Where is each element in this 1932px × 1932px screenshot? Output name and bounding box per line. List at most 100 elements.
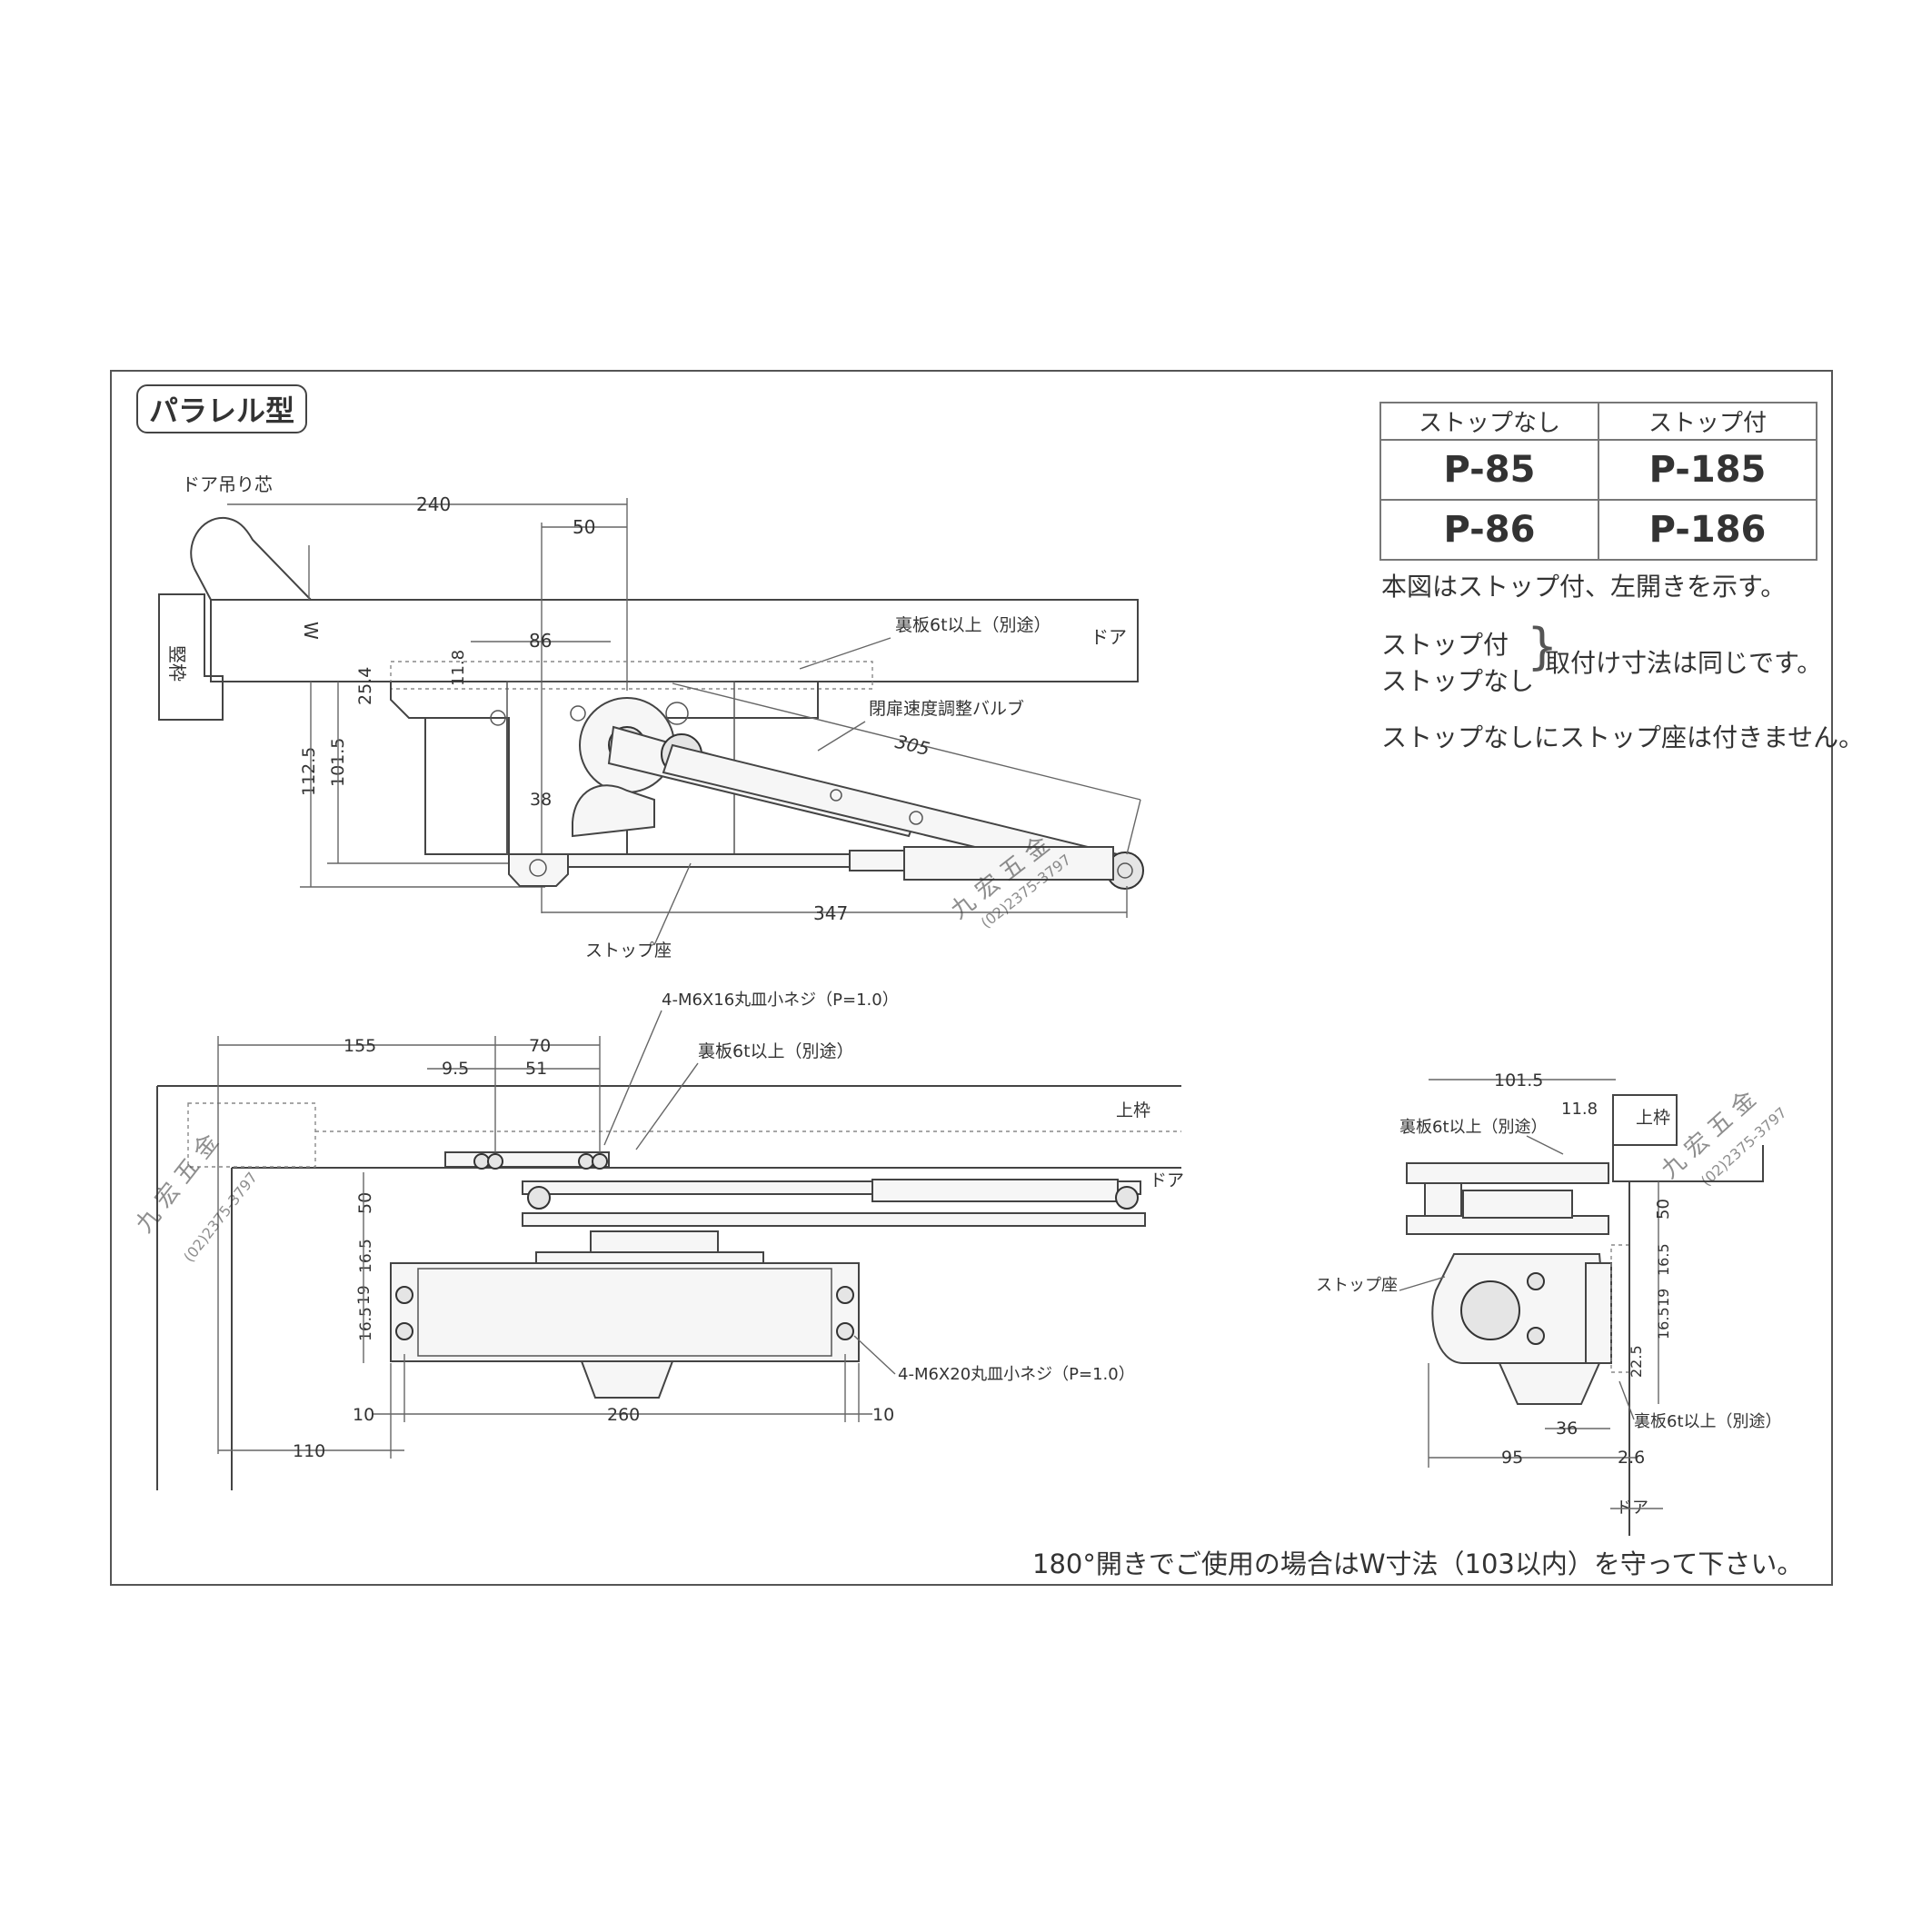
stop-seat-hole — [529, 859, 547, 877]
dim-11-8-side: 11.8 — [1561, 1100, 1598, 1119]
dim-38: 38 — [530, 790, 552, 810]
dim-9-5: 9.5 — [442, 1059, 469, 1079]
dim-155: 155 — [344, 1036, 376, 1056]
dim-305-line — [672, 682, 1141, 801]
body-screw — [395, 1286, 413, 1304]
dim-11-8: 11.8 — [449, 650, 468, 686]
front-pinion-cap — [590, 1230, 719, 1254]
screw-bottom-label: 4-M6X20丸皿小ネジ（P=1.0） — [898, 1365, 1135, 1384]
dim-16-5-top: 16.5 — [357, 1239, 375, 1273]
backplate-leader — [799, 637, 891, 670]
side-arm-top — [1406, 1162, 1609, 1184]
dim-347: 347 — [813, 902, 848, 924]
arm-screw — [909, 811, 923, 825]
door-slab — [210, 599, 1139, 682]
watermark-front: 九 宏 五 金 (02)2375-3797 — [131, 1129, 261, 1265]
screw-hole — [570, 705, 586, 722]
stop-seat-label-side: ストップ座 — [1316, 1276, 1398, 1295]
side-screw — [1527, 1272, 1545, 1290]
door-label-front: ドア — [1150, 1170, 1184, 1190]
model-cell: P-85 — [1379, 439, 1599, 501]
backplate-label-side-bottom: 裏板6t以上（別途） — [1634, 1412, 1782, 1431]
dim-19-side: 19 — [1655, 1289, 1672, 1307]
model-cell: P-185 — [1598, 439, 1817, 501]
vertical-frame-label: 竪枠 — [166, 645, 188, 682]
dim-2-6: 2.6 — [1618, 1448, 1645, 1468]
backplate-label-side-top: 裏板6t以上（別途） — [1399, 1118, 1548, 1137]
arm-shoe-pin — [1117, 862, 1133, 879]
dim-16-5-side-bottom: 16.5 — [1655, 1307, 1672, 1339]
closer-body — [390, 1262, 860, 1362]
backplate-label-front: 裏板6t以上（別途） — [698, 1041, 854, 1061]
pinion-bottom-cap — [580, 1360, 674, 1399]
dim-51: 51 — [525, 1059, 547, 1079]
backplate-label-top: 裏板6t以上（別途） — [895, 615, 1051, 635]
side-head-frame-lip — [1612, 1145, 1764, 1182]
screw-head — [578, 1153, 594, 1170]
side-screw — [1527, 1327, 1545, 1345]
screw-head — [473, 1153, 490, 1170]
backplate-front-leader — [635, 1062, 699, 1150]
dim-19: 19 — [355, 1285, 373, 1305]
pivot-shape — [190, 516, 312, 601]
note-stop-with: ストップ付 — [1381, 630, 1509, 660]
dim-50-side: 50 — [1654, 1199, 1673, 1220]
footer-note: 180°開きでご使用の場合はW寸法（103以内）を守って下さい。 — [1032, 1549, 1804, 1579]
dim-70: 70 — [529, 1036, 551, 1056]
model-table: ストップなし ストップ付 P-85 P-185 P-86 P-186 — [1379, 402, 1817, 561]
body-screw — [836, 1322, 854, 1340]
backplate-outline — [390, 661, 873, 690]
front-bracket — [535, 1251, 764, 1264]
closer-body-outline — [424, 717, 508, 855]
side-hex-nut — [1460, 1280, 1520, 1340]
arm-screw — [830, 789, 842, 802]
closer-body-inner — [417, 1268, 832, 1357]
screw-head — [592, 1153, 608, 1170]
stop-rod-joint — [849, 850, 905, 871]
front-stop-cylinder — [871, 1179, 1119, 1202]
dim-50-front: 50 — [355, 1192, 375, 1214]
note-stop-without: ストップなし — [1381, 666, 1535, 696]
dim-16-5-bottom: 16.5 — [357, 1307, 375, 1341]
dim-240: 240 — [416, 493, 451, 515]
dim-16-5-side-top: 16.5 — [1655, 1243, 1672, 1276]
dim-305: 305 — [893, 731, 932, 761]
side-head-frame — [1612, 1094, 1678, 1146]
model-header-no-stop: ストップなし — [1379, 402, 1599, 441]
screw-hole — [490, 710, 506, 726]
screw-bottom-leader — [853, 1335, 896, 1375]
valve-label: 閉扉速度調整バルブ — [869, 698, 1024, 719]
model-cell: P-86 — [1379, 499, 1599, 561]
stop-rod — [567, 853, 860, 868]
backplate-side-bottom-leader — [1618, 1380, 1635, 1420]
side-pinion-cap — [1462, 1190, 1573, 1219]
note-no-stop-seat: ストップなしにストップ座は付きません。 — [1381, 722, 1865, 752]
side-arm-joint — [1424, 1182, 1462, 1217]
stop-seat-label: ストップ座 — [585, 941, 672, 961]
dim-86: 86 — [529, 630, 552, 652]
screw-head — [487, 1153, 503, 1170]
jamb-hidden — [187, 1102, 316, 1168]
dim-36: 36 — [1556, 1419, 1578, 1439]
rack-segment — [572, 784, 655, 838]
dim-22-5-side: 22.5 — [1628, 1345, 1645, 1378]
body-screw — [836, 1286, 854, 1304]
dim-305-ext — [1126, 799, 1141, 855]
side-view: 101.5 11.8 上枠 裏板6t以上（別途） ストップ座 50 16.5 1… — [1316, 1071, 1782, 1536]
body-screw — [395, 1322, 413, 1340]
side-closer-body — [1431, 1253, 1610, 1364]
stop-seat-side-leader — [1399, 1276, 1446, 1291]
front-arm-shoe — [1115, 1186, 1139, 1210]
model-cell: P-186 — [1598, 499, 1817, 561]
dim-10-right: 10 — [872, 1405, 894, 1425]
door-label: ドア — [1090, 626, 1127, 648]
dim-10-left: 10 — [353, 1405, 374, 1425]
dim-101-5-side: 101.5 — [1494, 1071, 1543, 1090]
vertical-frame-shape — [158, 593, 224, 721]
valve-leader — [817, 721, 866, 752]
head-frame-label: 上枠 — [1116, 1100, 1150, 1120]
model-header-with-stop: ストップ付 — [1598, 402, 1817, 441]
dim-95: 95 — [1501, 1448, 1523, 1468]
dim-110: 110 — [293, 1441, 325, 1461]
